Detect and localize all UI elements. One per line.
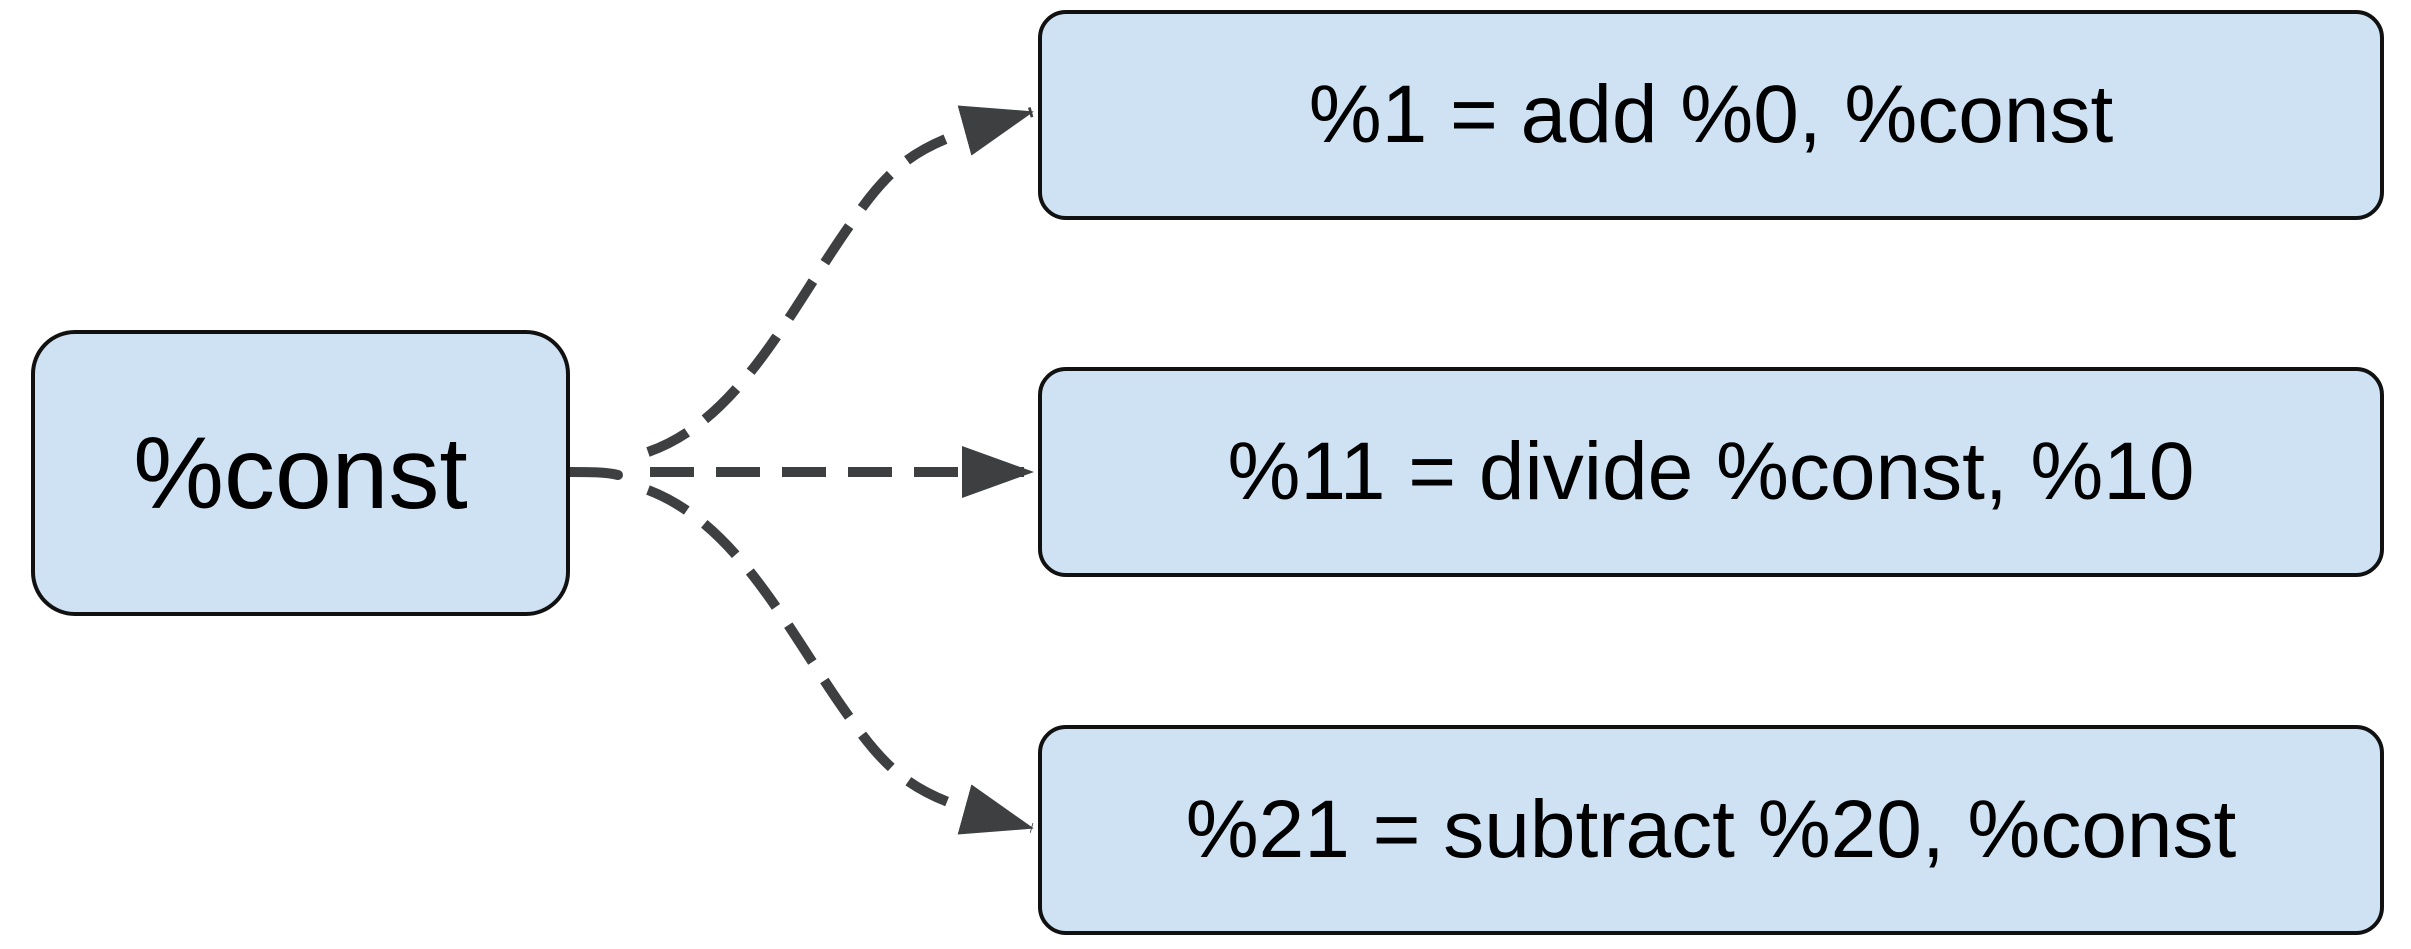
node-const-label: %const [133, 415, 468, 530]
node-subtract: %21 = subtract %20, %const [1038, 725, 2384, 935]
node-divide: %11 = divide %const, %10 [1038, 367, 2384, 577]
node-subtract-label: %21 = subtract %20, %const [1185, 784, 2237, 875]
node-const: %const [31, 330, 570, 616]
node-add: %1 = add %0, %const [1038, 10, 2384, 220]
node-add-label: %1 = add %0, %const [1308, 69, 2114, 160]
node-divide-label: %11 = divide %const, %10 [1227, 426, 2195, 517]
edge-stub [565, 467, 623, 480]
edge-to-subtract [646, 485, 1034, 835]
edge-to-add [646, 105, 1034, 457]
